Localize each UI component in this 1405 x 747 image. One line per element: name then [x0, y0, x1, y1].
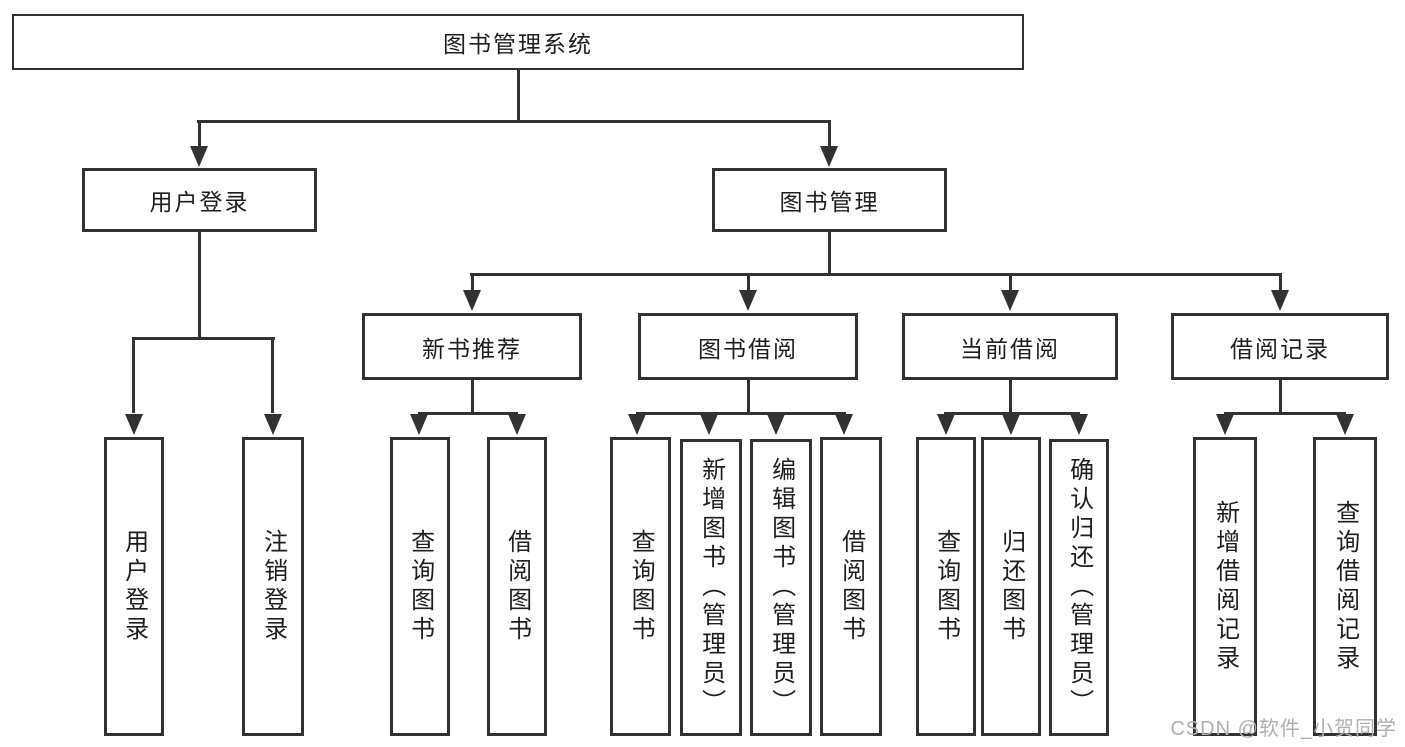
connector-hline	[1224, 412, 1346, 415]
node-leaf-borrow-books-recommend: 借阅图书	[487, 437, 547, 736]
arrowhead-down-icon	[1001, 290, 1019, 311]
node-leaf-return-books: 归还图书	[981, 437, 1041, 736]
csdn-watermark: CSDN @软件_小贺同学	[1170, 718, 1397, 740]
connector-vline	[1279, 380, 1282, 412]
node-leaf-user-login: 用户登录	[104, 437, 164, 736]
arrowhead-down-icon	[1336, 414, 1354, 435]
node-borrowing-records: 借阅记录	[1171, 313, 1389, 380]
arrowhead-down-icon	[1070, 414, 1088, 435]
arrowhead-down-icon	[835, 414, 853, 435]
arrowhead-down-icon	[739, 290, 757, 311]
arrowhead-down-icon	[1002, 414, 1020, 435]
connector-hline	[197, 120, 831, 123]
connector-vline	[132, 337, 135, 413]
connector-hline	[944, 412, 1080, 415]
node-user-login-branch: 用户登录	[82, 168, 317, 232]
node-library-management-system: 图书管理系统	[12, 14, 1024, 70]
arrowhead-down-icon	[190, 146, 208, 167]
node-leaf-query-books-recommend: 查询图书	[390, 437, 450, 736]
node-leaf-query-borrowing-record: 查询借阅记录	[1313, 437, 1377, 736]
connector-hline	[418, 412, 518, 415]
connector-vline	[471, 380, 474, 412]
arrowhead-down-icon	[937, 414, 955, 435]
arrowhead-down-icon	[264, 414, 282, 435]
node-leaf-borrow-books-borrowing: 借阅图书	[820, 437, 882, 736]
connector-vline	[747, 273, 750, 290]
arrowhead-down-icon	[767, 414, 785, 435]
arrowhead-down-icon	[628, 414, 646, 435]
node-book-management: 图书管理	[712, 168, 947, 232]
arrowhead-down-icon	[1271, 290, 1289, 311]
connector-vline	[828, 232, 831, 273]
connector-vline	[1279, 273, 1282, 290]
node-leaf-logout: 注销登录	[242, 437, 304, 736]
connector-hline	[636, 412, 846, 415]
node-current-borrowing: 当前借阅	[902, 313, 1118, 380]
arrowhead-down-icon	[1216, 414, 1234, 435]
node-new-book-recommendation: 新书推荐	[362, 313, 582, 380]
node-leaf-query-books-borrowing: 查询图书	[610, 437, 671, 736]
connector-vline	[747, 380, 750, 412]
connector-vline	[271, 337, 274, 413]
connector-vline	[1009, 380, 1012, 412]
arrowhead-down-icon	[410, 414, 428, 435]
arrowhead-down-icon	[125, 414, 143, 435]
connector-vline	[517, 70, 520, 120]
node-leaf-add-borrowing-record: 新增借阅记录	[1193, 437, 1257, 736]
arrowhead-down-icon	[463, 290, 481, 311]
node-leaf-edit-book-admin: 编辑图书（管理员）	[750, 439, 812, 736]
connector-vline	[471, 273, 474, 290]
node-leaf-query-books-current: 查询图书	[916, 437, 976, 736]
connector-vline	[1009, 273, 1012, 290]
node-book-borrowing: 图书借阅	[638, 313, 858, 380]
arrowhead-down-icon	[508, 414, 526, 435]
connector-vline	[198, 120, 201, 148]
connector-hline	[132, 337, 275, 340]
node-leaf-confirm-return-admin: 确认归还（管理员）	[1049, 439, 1109, 736]
arrowhead-down-icon	[700, 414, 718, 435]
connector-vline	[828, 120, 831, 148]
connector-hline	[470, 273, 1282, 276]
arrowhead-down-icon	[820, 146, 838, 167]
node-leaf-add-book-admin: 新增图书（管理员）	[680, 439, 742, 736]
connector-vline	[198, 232, 201, 337]
